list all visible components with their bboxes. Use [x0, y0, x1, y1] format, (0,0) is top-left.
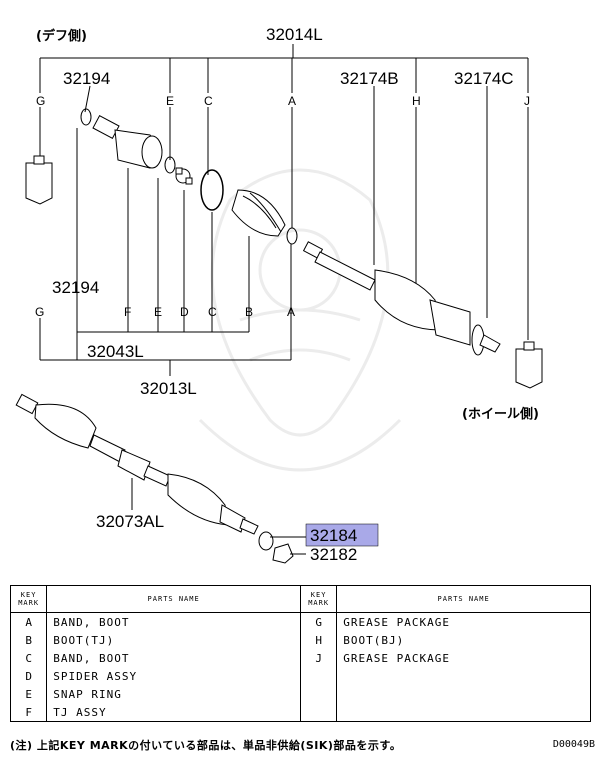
- top-letter-J: J: [524, 94, 530, 108]
- part-32073AL-label: 32073AL: [96, 512, 164, 531]
- part-32182-label: 32182: [310, 545, 357, 564]
- drive-shaft-upper-icon: [302, 241, 501, 356]
- bottom-letter-E: E: [154, 305, 162, 319]
- table-row: D SPIDER ASSY: [9, 667, 591, 685]
- nut-32182-icon: [272, 543, 294, 564]
- footnote: (注) 上記KEY MARKの付いている部品は、単品非供給(SIK)部品を示す。: [10, 739, 402, 752]
- bottom-letter-B: B: [245, 305, 253, 319]
- band-c-top-icon: [200, 169, 224, 211]
- part-32014L-label: 32014L: [266, 25, 323, 44]
- drive-shaft-complete-icon: [15, 393, 259, 535]
- wheel-side-label: (ホイール側): [462, 406, 539, 422]
- parts-diagram: (デフ側) 32014L 32194 32174B 32174C G E C A…: [15, 25, 543, 564]
- bottom-bracket: [39, 128, 292, 376]
- table-row: A BAND, BOOT G GREASE PACKAGE: [9, 612, 591, 631]
- table-row: C BAND, BOOT J GREASE PACKAGE: [9, 649, 591, 667]
- table-row: F TJ ASSY: [9, 703, 591, 722]
- top-letter-A: A: [288, 94, 296, 108]
- snap-ring-32194-icon: [80, 108, 92, 126]
- bottom-letter-D: D: [180, 305, 189, 319]
- highlight-box-32184: [305, 523, 379, 547]
- part-32194-top-label: 32194: [63, 69, 110, 88]
- table-row: E SNAP RING: [9, 685, 591, 703]
- part-32194-bottom-label: 32194: [52, 278, 99, 297]
- bottom-letter-G: G: [35, 305, 44, 319]
- part-32043L-label: 32043L: [87, 342, 144, 361]
- table-row: B BOOT(TJ) H BOOT(BJ): [9, 631, 591, 649]
- part-32184-label: 32184: [310, 526, 357, 545]
- tj-housing-icon: [92, 114, 163, 169]
- snap-ring-e-icon: [164, 156, 176, 174]
- grease-package-left-icon: [25, 155, 53, 205]
- bottom-letter-C: C: [208, 305, 217, 319]
- top-letter-C: C: [204, 94, 213, 108]
- bottom-letter-F: F: [124, 305, 131, 319]
- spider-assy-icon: [175, 167, 193, 185]
- key-mark-header-right: KEY MARK: [299, 585, 338, 613]
- band-a-top-icon: [286, 227, 298, 245]
- washer-32184-icon: [258, 531, 274, 551]
- key-mark-header: KEY MARK: [9, 585, 48, 613]
- tj-boot-icon: [231, 189, 286, 237]
- top-letter-H: H: [412, 94, 421, 108]
- bottom-letter-A: A: [287, 305, 295, 319]
- parts-name-header-right: PARTS NAME: [336, 585, 591, 613]
- part-32174C-label: 32174C: [454, 69, 514, 88]
- watermark-emblem: [198, 168, 402, 472]
- part-32013L-label: 32013L: [140, 379, 197, 398]
- parts-key-table: KEY MARK PARTS NAME KEY MARK PARTS NAME …: [9, 585, 591, 722]
- part-32174B-label: 32174B: [340, 69, 399, 88]
- diff-side-label: (デフ側): [36, 28, 87, 44]
- top-letter-E: E: [166, 94, 174, 108]
- parts-name-header: PARTS NAME: [46, 585, 301, 613]
- top-letter-G: G: [36, 94, 45, 108]
- document-code: D00049B: [552, 739, 595, 750]
- top-bracket: [39, 44, 529, 340]
- grease-package-right-icon: [515, 341, 543, 389]
